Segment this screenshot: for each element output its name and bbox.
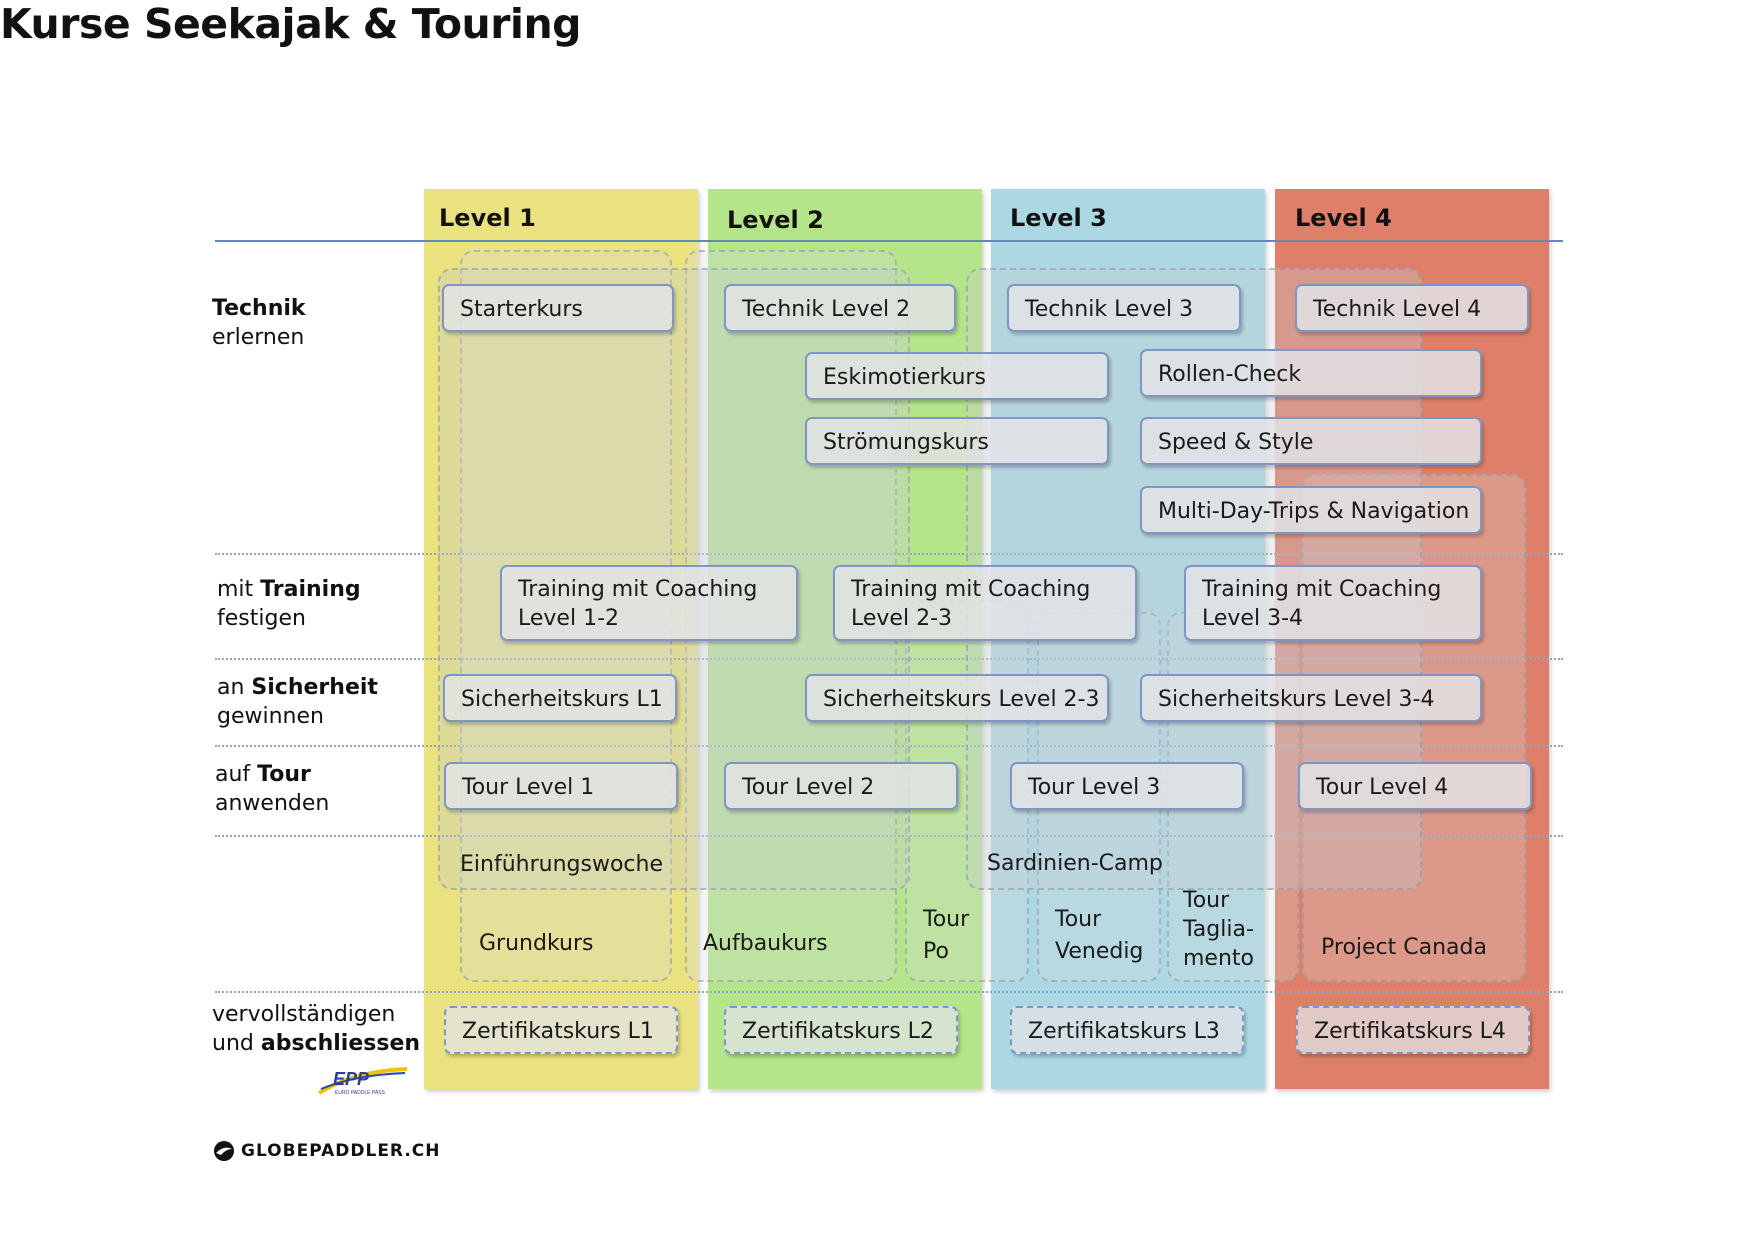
course-sicherheitskurs-l1[interactable]: Sicherheitskurs L1 (443, 674, 677, 722)
course-eskimotierkurs[interactable]: Eskimotierkurs (805, 352, 1109, 400)
course-speed-style[interactable]: Speed & Style (1140, 417, 1482, 465)
aufbaukurs-label: Aufbaukurs (703, 931, 828, 956)
globepaddler-logo: GLOBEPADDLER.CH (213, 1140, 441, 1162)
course-multi-day-trips[interactable]: Multi-Day-Trips & Navigation (1140, 486, 1482, 534)
course-tour-level-1[interactable]: Tour Level 1 (444, 762, 678, 810)
sardinien-camp-label: Sardinien-Camp (987, 851, 1163, 876)
globe-icon (214, 1141, 234, 1161)
course-technik-level-4[interactable]: Technik Level 4 (1295, 284, 1529, 332)
course-rollen-check[interactable]: Rollen-Check (1140, 349, 1482, 397)
course-tour-level-4[interactable]: Tour Level 4 (1298, 762, 1532, 810)
course-zertifikatskurs-l2[interactable]: Zertifikatskurs L2 (724, 1006, 958, 1054)
course-tour-level-3[interactable]: Tour Level 3 (1010, 762, 1244, 810)
row-divider (215, 991, 1563, 993)
header-divider (215, 240, 1563, 242)
einfuehrungswoche-label: Einführungswoche (460, 852, 663, 877)
level-2-label: Level 2 (727, 206, 824, 234)
course-tour-level-2[interactable]: Tour Level 2 (724, 762, 958, 810)
course-zertifikatskurs-l4[interactable]: Zertifikatskurs L4 (1296, 1006, 1530, 1054)
epp-logo-subtext: EURO PADDLE PASS (335, 1090, 385, 1096)
course-zertifikatskurs-l3[interactable]: Zertifikatskurs L3 (1010, 1006, 1244, 1054)
course-sicherheitskurs-level-3-4[interactable]: Sicherheitskurs Level 3-4 (1140, 674, 1482, 722)
level-1-label: Level 1 (439, 204, 536, 232)
course-technik-level-3[interactable]: Technik Level 3 (1007, 284, 1241, 332)
row-divider (215, 658, 1563, 660)
row-divider (215, 835, 1563, 837)
course-technik-level-2[interactable]: Technik Level 2 (724, 284, 956, 332)
level-4-label: Level 4 (1295, 204, 1392, 232)
globepaddler-text: GLOBEPADDLER.CH (241, 1141, 441, 1161)
row-divider (215, 553, 1563, 555)
project-canada-frame (1302, 474, 1526, 982)
level-3-label: Level 3 (1010, 204, 1107, 232)
course-stroemungskurs[interactable]: Strömungskurs (805, 417, 1109, 465)
course-zertifikatskurs-l1[interactable]: Zertifikatskurs L1 (444, 1006, 678, 1054)
course-sicherheitskurs-level-2-3[interactable]: Sicherheitskurs Level 2-3 (805, 674, 1109, 722)
epp-logo-text: EPP (333, 1069, 370, 1089)
row-divider (215, 745, 1563, 747)
page-title: Kurse Seekajak & Touring (0, 0, 582, 48)
project-canada-label: Project Canada (1321, 935, 1487, 960)
epp-logo: EPP EURO PADDLE PASS (315, 1063, 411, 1101)
grundkurs-label: Grundkurs (479, 931, 594, 956)
course-starterkurs[interactable]: Starterkurs (442, 284, 674, 332)
